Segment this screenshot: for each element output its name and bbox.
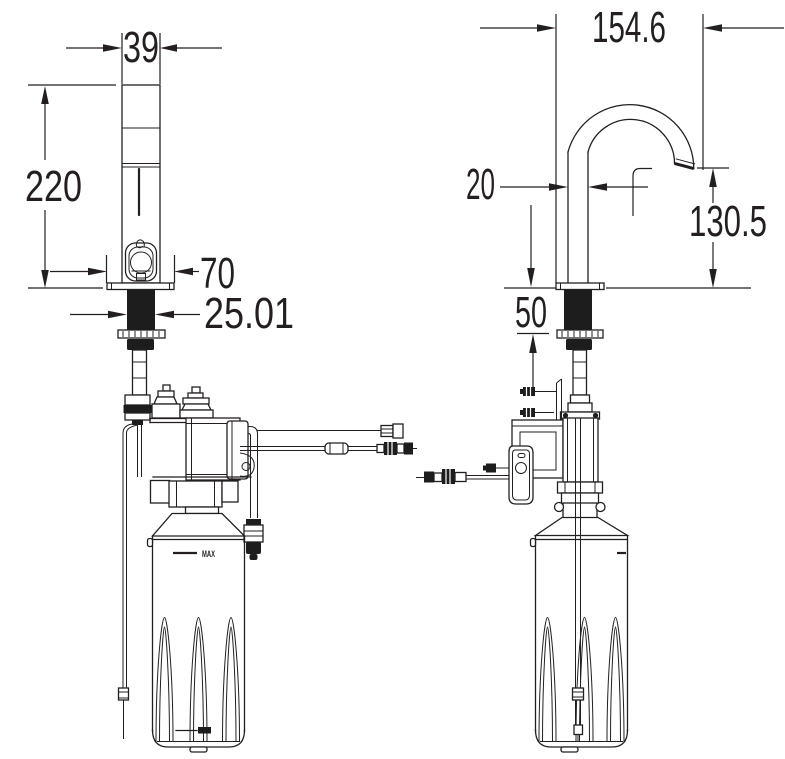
dim-base-width: 70 <box>50 249 235 298</box>
dim-height-value: 220 <box>25 162 82 211</box>
front-bottle-max-label: MAX <box>202 549 215 559</box>
side-center-hose <box>571 418 585 741</box>
side-filter-bottle <box>529 516 630 753</box>
dim-height-above-deck: 220 <box>25 84 116 289</box>
front-sensor-window <box>124 239 158 282</box>
front-filter-bottle: MAX <box>146 512 247 753</box>
dim-spout-reach: 154.6 <box>480 3 784 283</box>
dim-base-width-value: 70 <box>200 249 235 298</box>
dim-tube-diameter-value: 20 <box>466 160 495 209</box>
dim-deck-thickness-value: 50 <box>515 288 547 337</box>
front-control-box <box>149 384 255 481</box>
front-outlet-hose <box>117 423 139 739</box>
dim-deck-thickness: 50 <box>504 205 556 389</box>
sensor-cable <box>257 423 404 439</box>
front-filter-head <box>137 425 252 515</box>
dim-spout-reach-value: 154.6 <box>592 3 666 52</box>
side-shank-assembly <box>556 289 604 420</box>
dim-outlet-height: 130.5 <box>606 167 767 289</box>
front-deck-plate <box>106 282 175 291</box>
dim-spout-width-value: 39 <box>123 23 159 72</box>
dim-tube-diameter: 20 <box>466 160 652 216</box>
side-control-box <box>483 378 564 505</box>
dim-shank-diameter: 25.01 <box>70 289 294 338</box>
power-cable <box>240 442 417 455</box>
dim-shank-diameter-value: 25.01 <box>204 289 294 338</box>
front-drain-elbow-connector <box>243 426 264 560</box>
dim-spout-width: 39 <box>66 23 222 84</box>
dim-outlet-height-value: 130.5 <box>689 197 767 246</box>
side-deck-plate <box>555 282 605 291</box>
side-unit-cable <box>416 469 510 484</box>
side-faucet-spout <box>567 104 696 284</box>
front-shank-assembly <box>117 289 166 425</box>
